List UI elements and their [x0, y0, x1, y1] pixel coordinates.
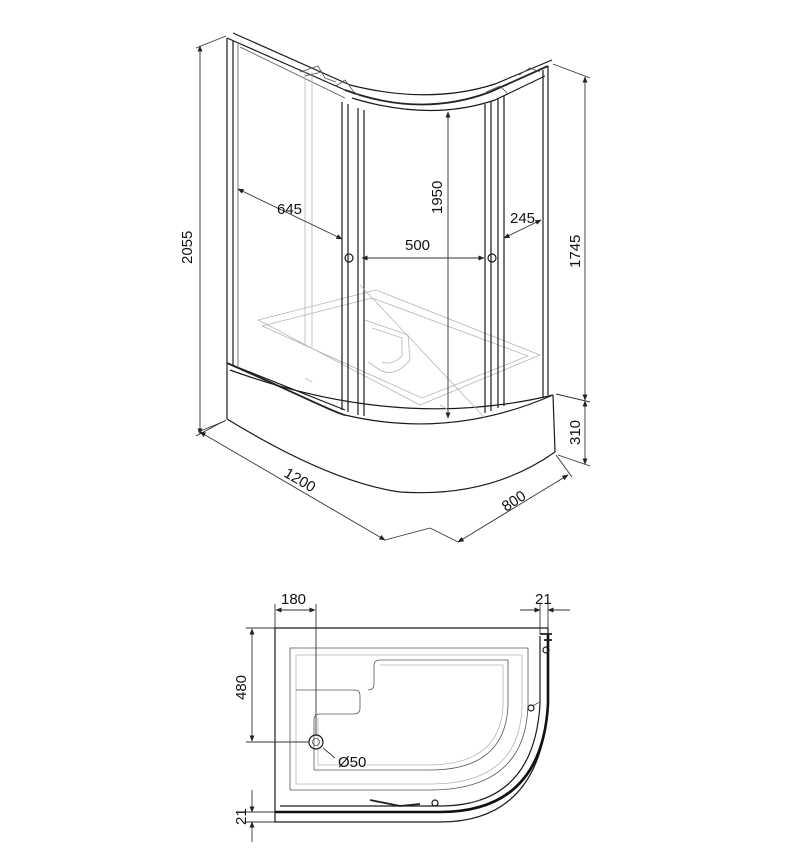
dim-total-height-label: 2055: [179, 231, 196, 264]
dim-drain-offset-y-label: 480: [233, 675, 250, 700]
dim-right-panel-width-label: 245: [510, 210, 535, 227]
dim-length: 1200: [197, 420, 431, 541]
dim-glass-height-label: 1745: [567, 235, 584, 268]
dim-drain-offset-y: 480: [233, 627, 309, 743]
dim-frame-offset-bottom-label: 21: [233, 808, 250, 825]
dim-glass-height: 1745: [552, 63, 591, 403]
dim-left-panel-width-label: 645: [277, 201, 302, 218]
dim-door-gap: 500: [361, 237, 485, 261]
dim-tray-height-label: 310: [567, 420, 584, 445]
dim-left-panel-width: 645: [237, 188, 343, 240]
dim-door-gap-label: 500: [405, 237, 430, 254]
isometric-view: 2055 645 500 1950 245 1745: [179, 32, 591, 543]
dim-total-height: 2055: [179, 35, 227, 437]
shower-frame: [226, 32, 553, 419]
dim-drain-offset-x-label: 180: [281, 591, 306, 608]
dim-frame-offset-right: 21: [520, 591, 570, 634]
dim-tray-height: 310: [557, 400, 591, 467]
dim-inner-height-label: 1950: [429, 181, 446, 214]
dim-frame-offset-bottom: 21: [233, 790, 275, 842]
dim-drain-offset-x: 180: [274, 591, 317, 736]
dim-depth: 800: [429, 454, 573, 543]
shower-tray: [226, 289, 556, 494]
plan-view: Ø50 180 21 480: [233, 591, 570, 842]
dim-drain-diameter-label: Ø50: [338, 754, 366, 771]
dim-length-label: 1200: [281, 465, 318, 496]
dim-inner-height: 1950: [429, 111, 451, 419]
dim-right-panel-width: 245: [503, 210, 542, 239]
dim-frame-offset-right-label: 21: [535, 591, 552, 608]
dim-depth-label: 800: [499, 487, 529, 515]
